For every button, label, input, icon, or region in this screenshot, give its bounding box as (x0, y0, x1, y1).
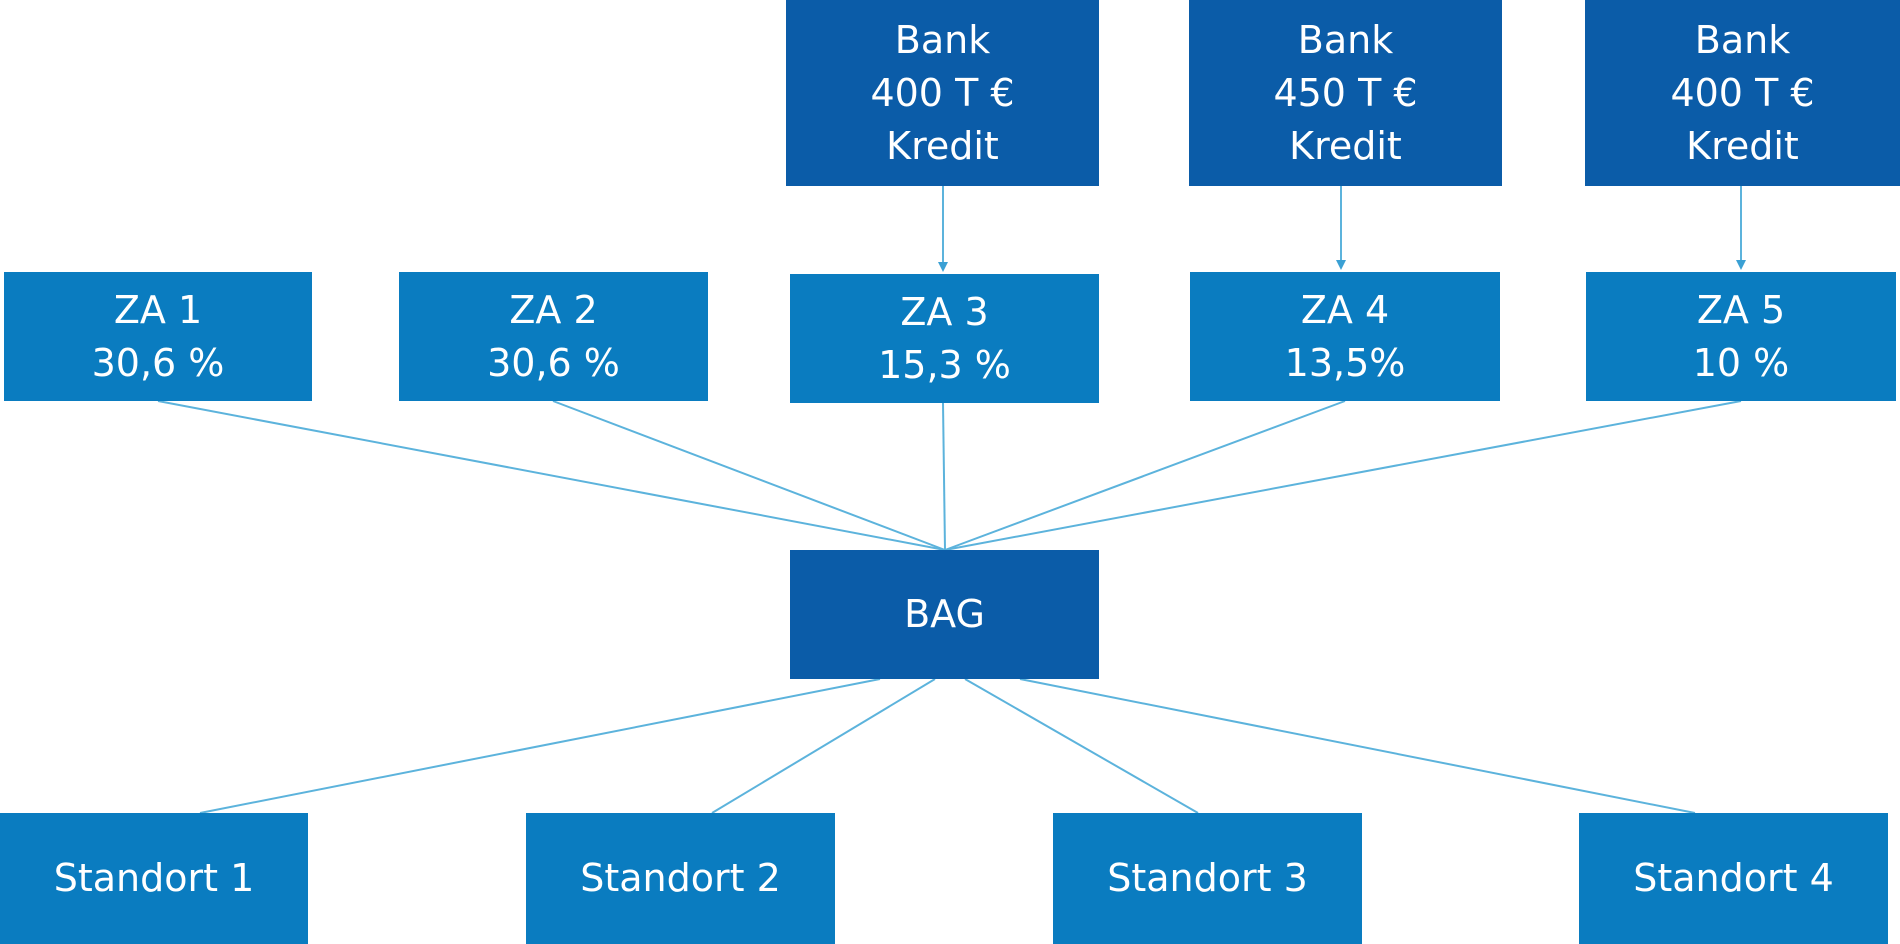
bank-box-za-4: Bank 450 T € Kredit (1189, 0, 1502, 186)
company-box-bag: BAG (790, 550, 1099, 679)
connector-za-1-to-bag (157, 400, 946, 551)
location-box-standort-1: Standort 1 (0, 813, 308, 944)
bank-name: Bank (1694, 17, 1791, 62)
location-name: Standort 1 (53, 856, 255, 900)
location-box-standort-2: Standort 2 (526, 813, 835, 944)
bank-name: Bank (1297, 17, 1394, 62)
company-name: BAG (904, 592, 985, 636)
shareholder-box-za-5: ZA 5 10 % (1586, 272, 1896, 401)
bank-amount: 400 T € (870, 70, 1015, 115)
shareholder-share: 15,3 % (878, 342, 1011, 387)
connector-bag-to-standort-1 (199, 678, 881, 814)
shareholder-share: 30,6 % (487, 340, 620, 385)
shareholder-share: 30,6 % (91, 340, 225, 385)
connector-bag-to-standort-2 (711, 678, 936, 814)
shareholder-name: ZA 1 (113, 287, 203, 332)
connector-bag-to-standort-4 (1019, 678, 1696, 814)
shareholder-share: 13,5% (1284, 340, 1406, 385)
location-name: Standort 2 (580, 856, 781, 900)
bank-name: Bank (894, 17, 991, 62)
bank-box-za-5: Bank 400 T € Kredit (1585, 0, 1900, 186)
shareholder-box-za-3: ZA 3 15,3 % (790, 274, 1099, 403)
bank-type: Kredit (886, 123, 999, 168)
location-name: Standort 3 (1107, 856, 1308, 900)
bank-box-za-3: Bank 400 T € Kredit (786, 0, 1099, 186)
shareholder-name: ZA 4 (1300, 287, 1390, 332)
shareholder-box-za-2: ZA 2 30,6 % (399, 272, 708, 401)
shareholder-box-za-1: ZA 1 30,6 % (4, 272, 312, 401)
location-box-standort-4: Standort 4 (1579, 813, 1888, 944)
location-box-standort-3: Standort 3 (1053, 813, 1362, 944)
shareholder-name: ZA 2 (509, 287, 598, 332)
location-name: Standort 4 (1633, 856, 1834, 900)
shareholder-name: ZA 5 (1696, 287, 1786, 332)
connector-bag-to-standort-3 (964, 678, 1199, 814)
connector-za-4-to-bag (944, 400, 1346, 551)
bank-amount: 450 T € (1273, 70, 1418, 115)
connector-za-3-to-bag (942, 402, 946, 551)
bank-amount: 400 T € (1670, 70, 1815, 115)
shareholder-share: 10 % (1692, 340, 1790, 385)
shareholder-name: ZA 3 (900, 289, 989, 334)
connector-za-2-to-bag (552, 400, 946, 551)
bank-type: Kredit (1686, 123, 1799, 168)
bank-type: Kredit (1289, 123, 1402, 168)
shareholder-box-za-4: ZA 4 13,5% (1190, 272, 1500, 401)
connector-za-5-to-bag (944, 400, 1742, 551)
